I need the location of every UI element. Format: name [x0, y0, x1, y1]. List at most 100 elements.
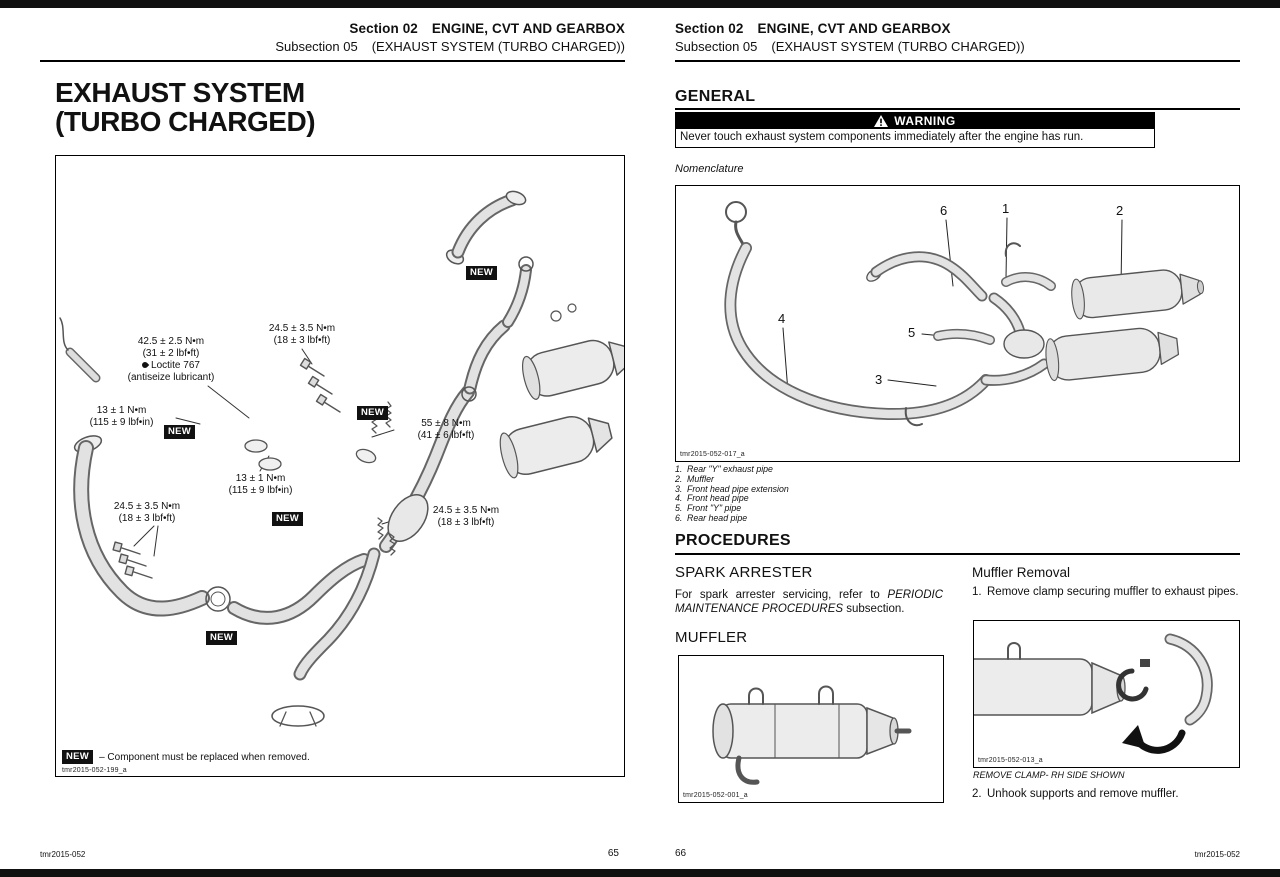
figure-caption: REMOVE CLAMP- RH SIDE SHOWN [973, 770, 1125, 780]
torque-value-imperial: (18 ± 3 lbf•ft) [273, 335, 331, 346]
torque-callout-55: 55 ± 8 N•m (41 ± 6 lbf•ft) [396, 418, 496, 442]
nomenclature-label: Nomenclature [675, 163, 744, 175]
figure-id: tmr2015-052-199_a [62, 767, 127, 774]
page-title-line2: (TURBO CHARGED) [55, 106, 316, 137]
figure-id: tmr2015-052-013_a [978, 757, 1043, 764]
torque-value: 42.5 ± 2.5 N•m [137, 336, 205, 347]
torque-value-imperial: (18 ± 3 lbf•ft) [118, 513, 176, 524]
torque-value-imperial: (115 ± 9 lbf•in) [89, 417, 154, 428]
torque-value: 24.5 ± 3.5 N•m [268, 323, 336, 334]
legend-text: – Component must be replaced when remove… [99, 751, 310, 763]
torque-callout-13-mid: 13 ± 1 N•m (115 ± 9 lbf•in) [203, 473, 318, 497]
section-label: Section 02 [675, 21, 744, 36]
subsection-title: (EXHAUST SYSTEM (TURBO CHARGED)) [371, 39, 625, 54]
procedures-rule [675, 553, 1240, 555]
step-text: Unhook supports and remove muffler. [987, 788, 1179, 800]
page-title-line1: EXHAUST SYSTEM [55, 77, 305, 108]
torque-callout-13-left: 13 ± 1 N•m (115 ± 9 lbf•in) [64, 405, 179, 429]
torque-value-imperial: (31 ± 2 lbf•ft) [142, 348, 200, 359]
nomenclature-figure: 6 1 2 4 5 3 tmr2015-052-017_a [675, 185, 1240, 462]
callout-number-2: 2 [1116, 203, 1124, 218]
legend-label: Front head pipe [687, 493, 749, 504]
torque-callout-245-right: 24.5 ± 3.5 N•m (18 ± 3 lbf•ft) [416, 505, 516, 529]
legend-label: Rear "Y" exhaust pipe [687, 464, 773, 474]
legend-num: 5. [675, 503, 683, 514]
legend-item: 3.Front head pipe extension [675, 483, 789, 495]
callout-number-6: 6 [940, 203, 948, 218]
step-text: Remove clamp securing muffler to exhaust… [987, 586, 1239, 598]
torque-value: 13 ± 1 N•m [96, 405, 147, 416]
legend-item: 6. Rear head pipe [675, 512, 789, 524]
legend-item: 2.Muffler [675, 473, 789, 485]
exhaust-assembly-illustration [724, 201, 1205, 427]
new-part-tag: NEW [272, 512, 304, 526]
figure-legend: NEW – Component must be replaced when re… [62, 750, 310, 764]
legend-num: 3. [675, 483, 683, 494]
section-title: ENGINE, CVT AND GEARBOX [431, 21, 625, 36]
torque-callout-425: 42.5 ± 2.5 N•m (31 ± 2 lbf•ft) Loctite 7… [101, 336, 241, 384]
subsection-heading: Subsection 05 (EXHAUST SYSTEM (TURBO CHAR… [275, 39, 625, 54]
muffler-figure: tmr2015-052-001_a [678, 655, 944, 803]
new-part-tag: NEW [357, 406, 389, 420]
text-segment: For spark arrester servicing, refer to [675, 589, 888, 601]
torque-value-imperial: (18 ± 3 lbf•ft) [437, 517, 495, 528]
page-title: EXHAUST SYSTEM (TURBO CHARGED) [55, 77, 316, 137]
torque-value: 24.5 ± 3.5 N•m [432, 505, 500, 516]
muffler-removal-heading: Muffler Removal [972, 565, 1071, 580]
step-number: 2. [972, 788, 982, 800]
spark-arrester-text: For spark arrester servicing, refer to P… [675, 589, 943, 616]
loctite-line: Loctite 767 [101, 360, 241, 372]
legend-num: 6. [675, 512, 683, 523]
warning-box: WARNING Never touch exhaust system compo… [675, 112, 1155, 148]
legend-num: 2. [675, 473, 683, 484]
muffler-illustration [712, 685, 912, 785]
legend-label: Front "Y" pipe [687, 503, 742, 514]
torque-value-imperial: (41 ± 6 lbf•ft) [417, 430, 475, 441]
spark-arrester-heading: SPARK ARRESTER [675, 564, 813, 581]
warning-text: Never touch exhaust system components im… [675, 129, 1155, 148]
loctite-drop-icon [140, 360, 150, 370]
torque-callout-245-top: 24.5 ± 3.5 N•m (18 ± 3 lbf•ft) [242, 323, 362, 347]
page-number: 65 [607, 848, 619, 859]
bottom-border-bar [0, 869, 1280, 877]
torque-callout-245-left: 24.5 ± 3.5 N•m (18 ± 3 lbf•ft) [88, 501, 206, 525]
new-part-tag: NEW [206, 631, 238, 645]
page-header-left: Section 02 ENGINE, CVT AND GEARBOX Subsec… [275, 21, 625, 54]
legend-num: 1. [675, 464, 683, 474]
clamp-removal-figure: tmr2015-052-013_a [973, 620, 1240, 768]
page-65: Section 02 ENGINE, CVT AND GEARBOX Subsec… [40, 8, 625, 868]
subsection-label: Subsection 05 [275, 39, 358, 54]
torque-value: 24.5 ± 3.5 N•m [113, 501, 181, 512]
legend-item: 1. Rear "Y" exhaust pipe [675, 464, 789, 475]
section-title: ENGINE, CVT AND GEARBOX [757, 21, 951, 36]
callout-number-5: 5 [908, 325, 916, 340]
section-heading: Section 02 ENGINE, CVT AND GEARBOX [675, 21, 1025, 36]
torque-value: 55 ± 8 N•m [421, 418, 471, 429]
general-heading: GENERAL [675, 88, 756, 105]
procedures-heading: PROCEDURES [675, 532, 791, 549]
section-label: Section 02 [349, 21, 418, 36]
header-rule [40, 60, 625, 62]
legend-item: 4. Front head pipe [675, 493, 789, 504]
reference-italic: PERIODIC MAINTENANCE PROCEDURES [675, 589, 943, 615]
exploded-view-figure: 42.5 ± 2.5 N•m (31 ± 2 lbf•ft) Loctite 7… [55, 155, 625, 777]
footer-doc-code: tmr2015-052 [1194, 850, 1240, 859]
page-number: 66 [675, 848, 687, 859]
legend-item: 5. Front "Y" pipe [675, 503, 789, 514]
new-part-tag: NEW [164, 425, 196, 439]
figure-id: tmr2015-052-001_a [683, 792, 748, 799]
loctite-label: Loctite 767 [151, 360, 200, 371]
header-rule [675, 60, 1240, 62]
new-part-tag: NEW [62, 750, 94, 764]
legend-num: 4. [675, 493, 683, 504]
legend-label: Rear head pipe [687, 512, 748, 523]
general-rule [675, 108, 1240, 110]
footer-doc-code: tmr2015-052 [40, 850, 86, 859]
warning-title: WARNING [894, 113, 956, 128]
clamp-removal-illustration [974, 633, 1213, 754]
exploded-diagram-illustration [59, 190, 624, 727]
subsection-title: (EXHAUST SYSTEM (TURBO CHARGED)) [771, 39, 1025, 54]
callout-number-3: 3 [875, 372, 883, 387]
